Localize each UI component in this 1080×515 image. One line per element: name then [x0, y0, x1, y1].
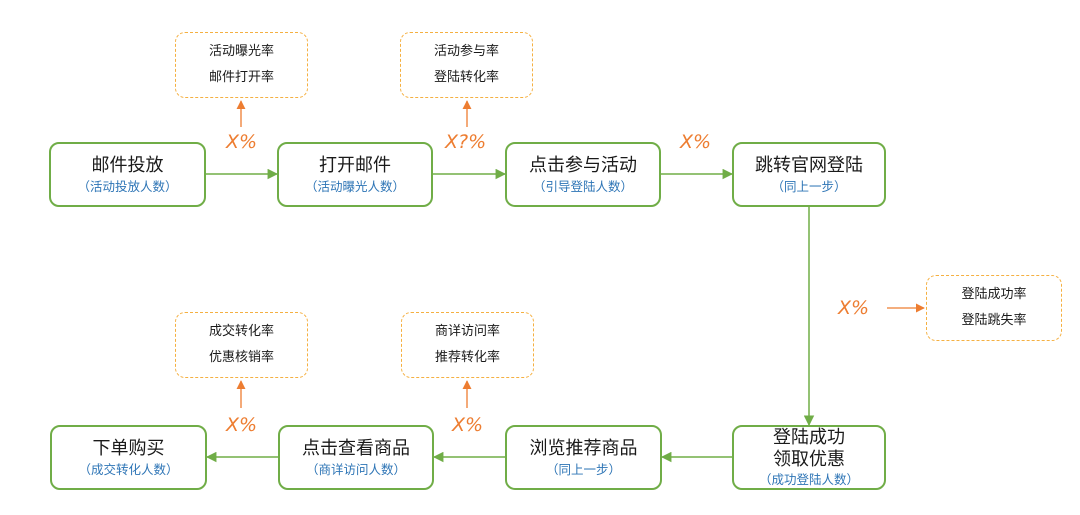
metric-line: 活动参与率 [433, 44, 499, 59]
rate-label-6: X% [226, 414, 258, 436]
metric-box-conversion: 成交转化率 优惠核销率 [175, 312, 308, 378]
step-title: 邮件投放 [91, 154, 164, 176]
step-title: 点击查看商品 [302, 437, 410, 459]
step-subtitle: （成功登陆人数） [758, 471, 859, 487]
metric-box-login: 登陆成功率 登陆跳失率 [926, 275, 1062, 341]
step-open-email: 打开邮件 （活动曝光人数） [277, 142, 433, 207]
step-title: 下单购买 [92, 437, 165, 459]
metric-line: 登陆成功率 [961, 287, 1027, 302]
metric-line: 登陆跳失率 [961, 313, 1027, 328]
step-subtitle: （活动曝光人数） [304, 178, 405, 194]
step-title: 登陆成功 [773, 426, 845, 448]
metric-line: 成交转化率 [208, 324, 274, 339]
rate-label-3: X% [680, 131, 712, 153]
step-join-activity: 点击参与活动 （引导登陆人数） [505, 142, 661, 207]
metric-line: 邮件打开率 [208, 70, 274, 85]
step-subtitle: （商详访问人数） [305, 461, 406, 477]
step-subtitle: （同上一步） [771, 178, 847, 194]
metric-box-exposure: 活动曝光率 邮件打开率 [175, 32, 308, 98]
step-site-login: 跳转官网登陆 （同上一步） [732, 142, 886, 207]
step-subtitle: （成交转化人数） [78, 461, 179, 477]
step-browse-recommended: 浏览推荐商品 （同上一步） [505, 425, 662, 490]
rate-label-4: X% [838, 297, 870, 319]
metric-line: 优惠核销率 [208, 350, 274, 365]
metric-line: 活动曝光率 [208, 44, 274, 59]
step-email-delivery: 邮件投放 （活动投放人数） [49, 142, 206, 207]
step-subtitle: （引导登陆人数） [532, 178, 633, 194]
rate-label-2: X?% [445, 131, 487, 153]
rate-label-1: X% [226, 131, 258, 153]
step-subtitle: （活动投放人数） [77, 178, 178, 194]
step-login-success-coupon: 登陆成功 领取优惠 （成功登陆人数） [732, 425, 886, 490]
step-place-order: 下单购买 （成交转化人数） [50, 425, 207, 490]
metric-line: 登陆转化率 [433, 70, 499, 85]
step-title: 点击参与活动 [529, 154, 637, 176]
metric-line: 商详访问率 [434, 324, 500, 339]
metric-box-participation: 活动参与率 登陆转化率 [400, 32, 533, 98]
step-view-product: 点击查看商品 （商详访问人数） [278, 425, 434, 490]
step-title-line2: 领取优惠 [773, 448, 845, 470]
step-title: 打开邮件 [319, 154, 391, 176]
step-title: 跳转官网登陆 [755, 154, 863, 176]
metric-line: 推荐转化率 [434, 350, 500, 365]
step-title: 浏览推荐商品 [529, 437, 638, 459]
step-subtitle: （同上一步） [545, 461, 621, 477]
rate-label-5: X% [452, 414, 484, 436]
metric-box-detail-visit: 商详访问率 推荐转化率 [401, 312, 534, 378]
